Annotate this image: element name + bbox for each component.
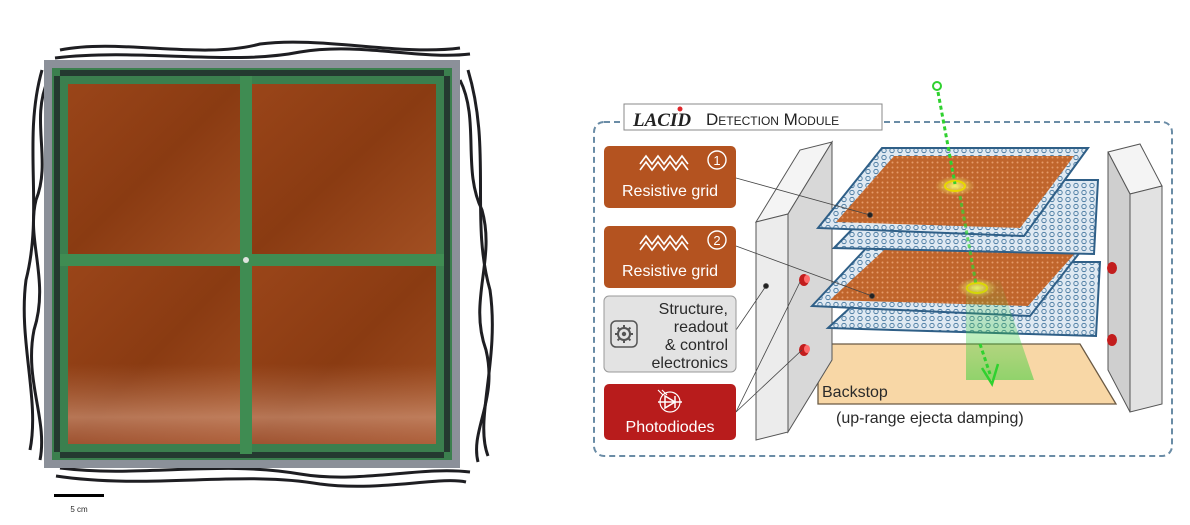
grid-2-number: 2 [713, 233, 720, 248]
backstop-sublabel: (up-range ejecta damping) [836, 410, 1024, 427]
photodiode-markers [799, 262, 1117, 356]
logo-red-dot [677, 106, 683, 112]
gear-cycle-icon [610, 320, 638, 348]
photodiode-icon [657, 389, 682, 413]
structure-label-line1: Structure, [659, 301, 728, 318]
trajectory-arrowhead [980, 363, 1000, 388]
resistive-grid-1-layer [815, 147, 1100, 256]
photodiodes-label-box: Photodiodes [604, 384, 736, 440]
grid-2-label-box: 2 Resistive grid [604, 226, 736, 288]
backstop-label: Backstop [822, 384, 888, 401]
grid-1-label: Resistive grid [622, 183, 718, 200]
resistor-zigzag-icon [639, 154, 689, 166]
grid-1-number: 1 [713, 153, 720, 168]
structure-label-line4: electronics [652, 355, 728, 372]
right-structure-wall [1107, 143, 1163, 413]
grid-1-label-box: 1 Resistive grid [604, 146, 736, 208]
module-border [593, 121, 1173, 457]
left-structure-wall [754, 140, 834, 441]
lacid-logo: LACID [632, 110, 691, 131]
leader-lines [735, 177, 875, 413]
particle-origin-marker [932, 81, 942, 91]
cable-bundle [22, 40, 494, 488]
photodiodes-label: Photodiodes [626, 419, 715, 436]
module-diagram-svg: LACID Detection Module Backstop (up-rang… [593, 81, 1173, 457]
detection-module-diagram: LACID Detection Module Backstop (up-rang… [520, 0, 1190, 525]
detector-photo: 5 cm [22, 40, 494, 514]
scale-bar [54, 494, 104, 497]
structure-label-box: Structure, readout & control electronics [603, 295, 737, 373]
particle-trajectory [932, 81, 1034, 388]
resistive-grid-2-layer [809, 241, 1102, 338]
grid-2-label: Resistive grid [622, 263, 718, 280]
pcb-cross-horizontal [60, 254, 444, 266]
module-title-text: Detection Module [706, 110, 839, 129]
structure-label-line2: readout [674, 319, 729, 336]
scale-bar-label: 5 cm [70, 505, 88, 514]
connector-strips [54, 70, 450, 458]
detector-photo-panel: 5 cm [0, 0, 520, 525]
copper-quadrants [68, 84, 436, 444]
structure-label-line3: & control [665, 337, 728, 354]
module-title-box [623, 103, 883, 131]
center-screw [243, 257, 249, 263]
resistor-zigzag-icon [639, 234, 689, 246]
